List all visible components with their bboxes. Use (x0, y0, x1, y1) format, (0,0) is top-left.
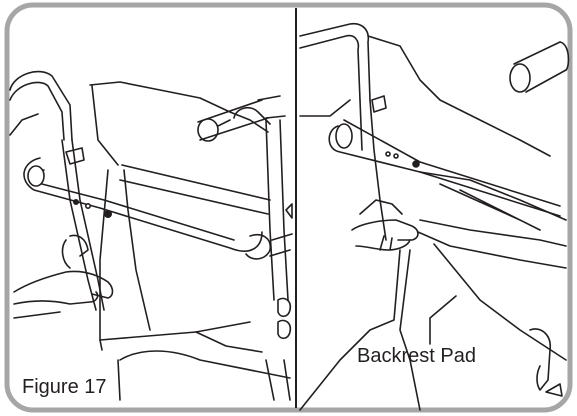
left-panel-drawing (9, 70, 293, 401)
figure-number-label: Figure 17 (22, 376, 107, 398)
right-panel-drawing (299, 22, 570, 411)
backrest-pad-callout: Backrest Pad (357, 345, 476, 367)
